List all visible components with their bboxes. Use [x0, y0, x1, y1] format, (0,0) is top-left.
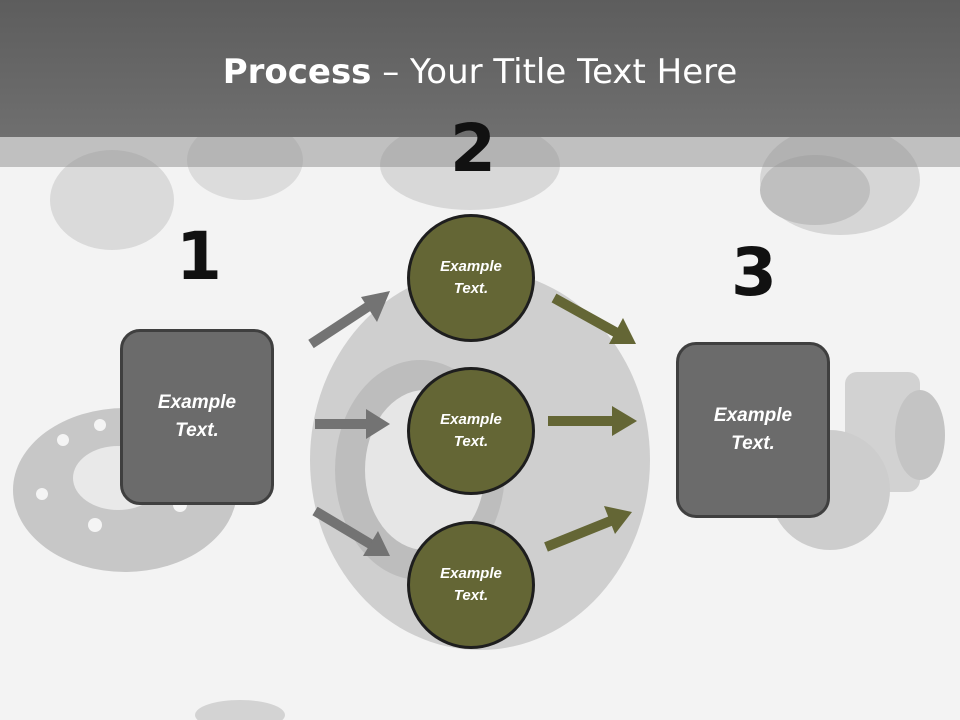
arrow-from-circle-2	[548, 406, 637, 436]
title-rest: – Your Title Text Here	[371, 52, 738, 92]
step-box-3-text: Example Text.	[713, 404, 793, 455]
step-box-3: Example Text.	[676, 342, 830, 518]
step-circle-3: Example Text.	[407, 521, 535, 649]
arrow-to-circle-2	[315, 409, 390, 439]
step-circle-3-text: Example Text.	[440, 564, 502, 605]
step-number-2: 2	[450, 110, 496, 187]
step-number-1: 1	[176, 218, 222, 295]
arrow-from-circle-3	[544, 506, 632, 552]
title-band	[0, 137, 960, 167]
step-number-3: 3	[731, 234, 777, 311]
step-box-1-text: Example Text.	[157, 391, 237, 442]
arrow-to-circle-1	[308, 291, 390, 349]
title-bold: Process	[222, 52, 372, 92]
arrow-from-circle-1	[551, 293, 636, 344]
step-box-1: Example Text.	[120, 329, 274, 505]
step-circle-1-text: Example Text.	[440, 257, 502, 298]
step-circle-1: Example Text.	[407, 214, 535, 342]
arrow-to-circle-3	[312, 506, 390, 556]
title-bar	[0, 0, 960, 137]
slide-title: Process – Your Title Text Here	[0, 52, 960, 92]
step-circle-2-text: Example Text.	[440, 410, 502, 451]
step-circle-2: Example Text.	[407, 367, 535, 495]
